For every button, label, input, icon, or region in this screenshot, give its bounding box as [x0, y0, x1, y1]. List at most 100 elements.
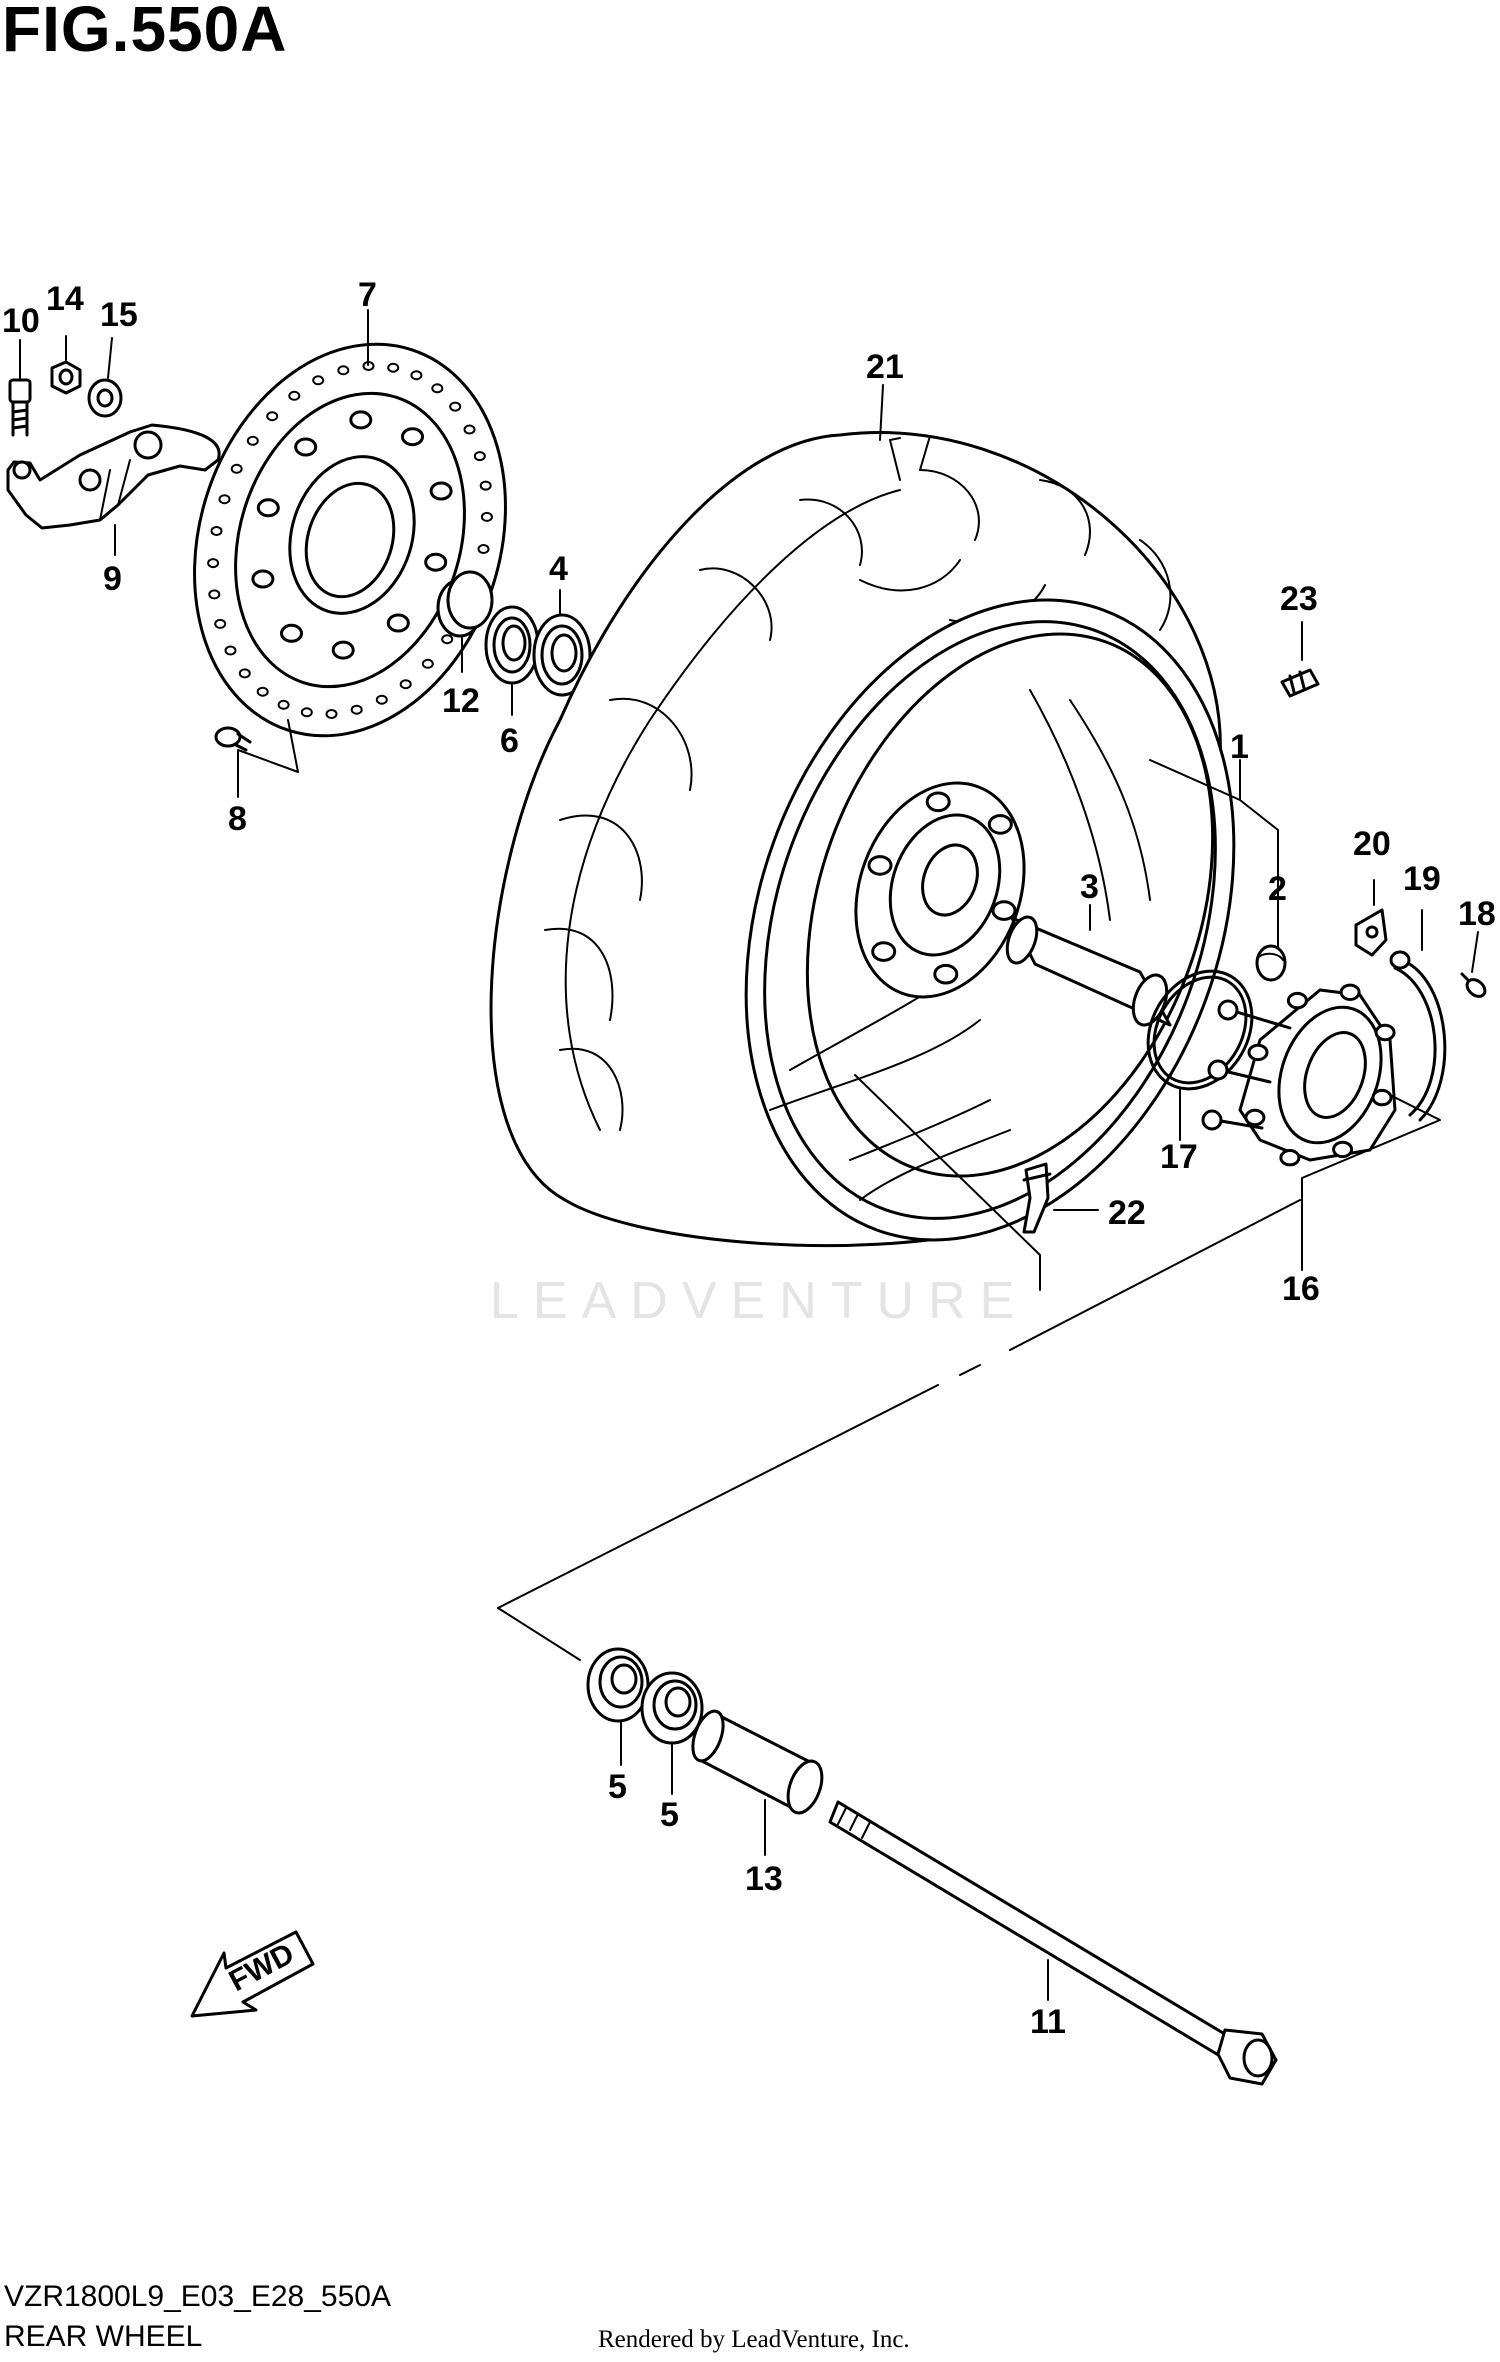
- disc-rivet: [429, 481, 453, 501]
- callout-14: 14: [46, 280, 84, 318]
- disc-vent-hole: [277, 699, 290, 710]
- flange-bolt: [1279, 1149, 1301, 1167]
- brake-disc: [193, 342, 507, 738]
- callout-2: 2: [1268, 870, 1287, 908]
- disc-vent-hole: [421, 658, 434, 669]
- disc-vent-hole: [479, 480, 492, 491]
- bearing-5-right: [640, 1671, 704, 1745]
- fwd-direction-arrow: FWD: [190, 1930, 315, 2018]
- figure-title: FIG.550A: [2, 0, 288, 65]
- disc-vent-hole: [208, 589, 221, 600]
- disc-bolt-8: [214, 726, 252, 752]
- bearing-5-left: [586, 1647, 650, 1723]
- callout-20: 20: [1353, 825, 1391, 863]
- disc-vent-hole: [325, 709, 338, 719]
- hub-hole: [871, 941, 897, 962]
- callout-9: 9: [103, 560, 122, 598]
- hub-hole: [933, 963, 959, 985]
- flange-bolt: [1244, 1108, 1266, 1127]
- valve-22: [1022, 1162, 1052, 1234]
- disc-rivet: [280, 623, 303, 643]
- disc-vent-hole: [312, 375, 325, 386]
- callout-5-left: 5: [608, 1768, 627, 1806]
- screw-18: [1460, 972, 1487, 998]
- callout-21: 21: [866, 348, 904, 386]
- disc-vent-hole: [473, 451, 486, 462]
- callout-1: 1: [1230, 728, 1249, 766]
- render-credit: Rendered by LeadVenture, Inc.: [598, 2326, 910, 2353]
- callout-22: 22: [1108, 1194, 1146, 1232]
- axle-11: [828, 1800, 1278, 2086]
- figure-code: VZR1800L9_E03_E28_550A: [4, 2280, 391, 2313]
- flange-bolt: [1286, 991, 1308, 1010]
- callout-10: 10: [2, 302, 40, 340]
- flange-bolt: [1374, 1023, 1396, 1042]
- disc-vent-hole: [387, 362, 400, 373]
- disc-vent-hole: [410, 370, 423, 381]
- callout-6: 6: [500, 722, 519, 760]
- bearing-6: [484, 605, 540, 685]
- callout-5-right: 5: [660, 1796, 679, 1834]
- callout-3: 3: [1080, 868, 1099, 906]
- sleeve-3: [1005, 915, 1172, 1027]
- disc-rivet: [294, 437, 318, 457]
- disc-vent-hole: [399, 679, 412, 690]
- disc-rivet: [349, 410, 373, 430]
- disc-rivet: [331, 640, 355, 660]
- clip-23: [1280, 668, 1320, 698]
- callout-18: 18: [1458, 895, 1496, 933]
- hub-hole: [867, 855, 893, 876]
- disc-vent-hole: [230, 463, 243, 474]
- callout-7: 7: [358, 276, 377, 314]
- disc-vent-hole: [256, 686, 269, 697]
- figure-name: REAR WHEEL: [4, 2320, 203, 2353]
- disc-vent-hole: [350, 704, 363, 715]
- disc-vent-hole: [463, 424, 476, 435]
- callout-13: 13: [745, 1860, 783, 1898]
- disc-rivet: [251, 569, 275, 589]
- callout-11: 11: [1030, 2003, 1066, 2041]
- disc-rivet: [401, 427, 424, 447]
- retainer-20: [1354, 908, 1388, 957]
- callout-12: 12: [442, 682, 480, 720]
- hub-hole: [991, 900, 1017, 921]
- disc-vent-hole: [441, 634, 454, 645]
- nut-14: [50, 360, 82, 395]
- disc-rivet: [386, 613, 410, 633]
- callout-8: 8: [228, 800, 247, 838]
- disc-vent-hole: [266, 411, 279, 422]
- leader-lines: [19, 309, 1479, 2001]
- disc-vent-hole: [214, 618, 227, 629]
- disc-rivet: [424, 552, 448, 572]
- callout-4: 4: [549, 550, 568, 588]
- damper-2: [1255, 944, 1287, 982]
- callout-16: 16: [1282, 1270, 1320, 1308]
- disc-vent-hole: [218, 494, 231, 505]
- bolt-10: [8, 378, 32, 437]
- disc-vent-hole: [238, 668, 251, 679]
- disc-vent-hole: [224, 645, 237, 656]
- disc-vent-hole: [431, 383, 444, 394]
- callout-labels: 10 14 15 9 7 8 12 6 4 21 1 2 3 23 20 19 …: [2, 276, 1496, 2041]
- disc-vent-hole: [477, 544, 490, 554]
- disc-vent-hole: [449, 401, 462, 412]
- hub-hole: [925, 791, 951, 813]
- disc-vent-hole: [207, 558, 220, 569]
- caliper-bracket: [6, 423, 221, 530]
- spacer-13: [691, 1709, 824, 1815]
- disc-vent-hole: [300, 707, 313, 718]
- leadventure-watermark: LEADVENTURE: [490, 1272, 1028, 1330]
- wheel-hub: [854, 781, 1026, 999]
- disc-rivet: [256, 498, 280, 518]
- flange-bolt: [1332, 1140, 1354, 1159]
- disc-vent-hole: [480, 511, 493, 522]
- disc-vent-hole: [337, 365, 350, 376]
- flange-bolt: [1371, 1088, 1393, 1107]
- o-ring-17: [1146, 969, 1254, 1091]
- washer-15: [87, 378, 123, 418]
- callout-19: 19: [1403, 860, 1441, 898]
- callout-17: 17: [1160, 1138, 1198, 1176]
- disc-vent-hole: [288, 390, 301, 401]
- bearing-4: [532, 613, 592, 697]
